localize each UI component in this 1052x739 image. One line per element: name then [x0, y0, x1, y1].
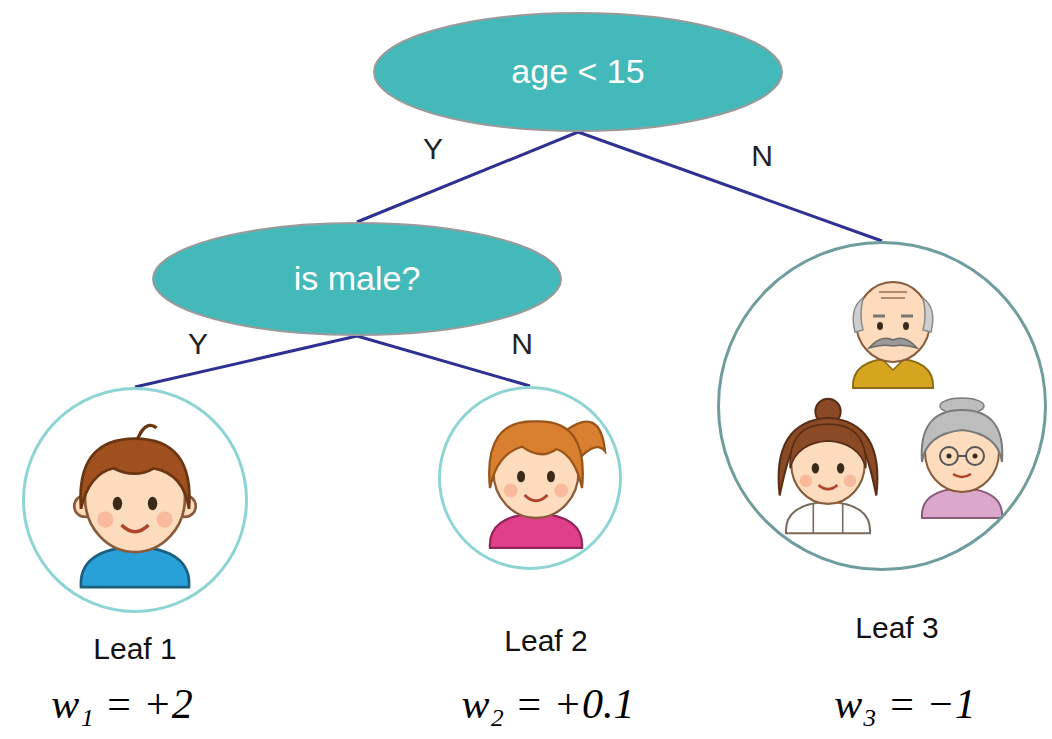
apron-straps	[813, 504, 842, 533]
glasses-bridge	[958, 455, 966, 457]
cheek	[800, 475, 813, 488]
leaf-name: Leaf 1	[93, 632, 176, 665]
tree-branch	[578, 132, 882, 241]
tree-branch	[357, 336, 530, 386]
node-outline	[152, 222, 562, 336]
hair	[922, 410, 1003, 462]
split-node: is male?	[152, 222, 562, 336]
grandmother-figure	[922, 398, 1003, 518]
eye	[837, 463, 844, 474]
split-node: age < 15	[373, 12, 783, 132]
leaf-node: Leaf 2w₂ = +0.1	[438, 386, 622, 570]
leaf-circle	[719, 243, 1046, 570]
apron	[786, 502, 870, 534]
cheek	[157, 512, 173, 528]
cheek	[504, 484, 518, 498]
hair	[81, 439, 190, 509]
boy-figure	[74, 425, 196, 587]
eye	[517, 471, 525, 483]
cheek	[554, 484, 568, 498]
cheek	[97, 512, 113, 528]
leaf-weight: w₁ = +2	[51, 681, 192, 727]
leaf-name: Leaf 3	[855, 611, 938, 644]
branch-label: N	[748, 139, 776, 172]
node-outline	[717, 241, 1047, 571]
face	[856, 282, 930, 362]
eye	[903, 322, 909, 330]
leaf-circle	[24, 389, 247, 612]
split-ellipse	[374, 13, 782, 131]
hair	[923, 298, 933, 332]
mustache	[869, 338, 917, 348]
node-outline	[438, 386, 622, 570]
leaf-node: Leaf 1w₁ = +2	[22, 387, 248, 613]
tree-branch	[135, 336, 357, 387]
mouth	[122, 525, 149, 532]
branch-label: Y	[185, 327, 211, 360]
leaf-weight: w₃ = −1	[834, 681, 975, 727]
node-outline	[22, 387, 248, 613]
eye	[547, 471, 555, 483]
eye	[148, 497, 157, 511]
leaf-weight: w₂ = +0.1	[462, 681, 635, 727]
condition-text: is male?	[294, 260, 421, 297]
glasses-lens	[940, 447, 958, 465]
woman-figure	[779, 399, 878, 533]
glasses-lens	[966, 447, 984, 465]
tree-branch	[357, 132, 578, 222]
hair-front	[790, 424, 866, 468]
forehead-lines	[879, 292, 907, 298]
branch-label: N	[508, 327, 536, 360]
branch-label: Y	[420, 132, 446, 165]
eye	[812, 463, 819, 474]
condition-text: age < 15	[511, 53, 644, 90]
leaf-name: Leaf 2	[504, 624, 587, 657]
mouth	[819, 485, 838, 489]
eyebrows	[873, 315, 913, 318]
split-ellipse	[153, 223, 561, 335]
eye	[877, 322, 883, 330]
cheek	[844, 475, 857, 488]
eye	[947, 454, 952, 459]
girl-figure	[489, 421, 605, 548]
eye	[113, 497, 122, 511]
mouth	[953, 474, 971, 477]
node-outline	[373, 12, 783, 132]
hair	[489, 421, 583, 488]
leaf-node: Leaf 3w₃ = −1	[717, 241, 1047, 571]
grandfather-figure	[853, 282, 933, 388]
eye	[973, 454, 978, 459]
hair	[853, 298, 863, 332]
mouth	[525, 495, 548, 501]
leaf-circle	[440, 388, 621, 569]
hair-tuft	[138, 425, 157, 438]
